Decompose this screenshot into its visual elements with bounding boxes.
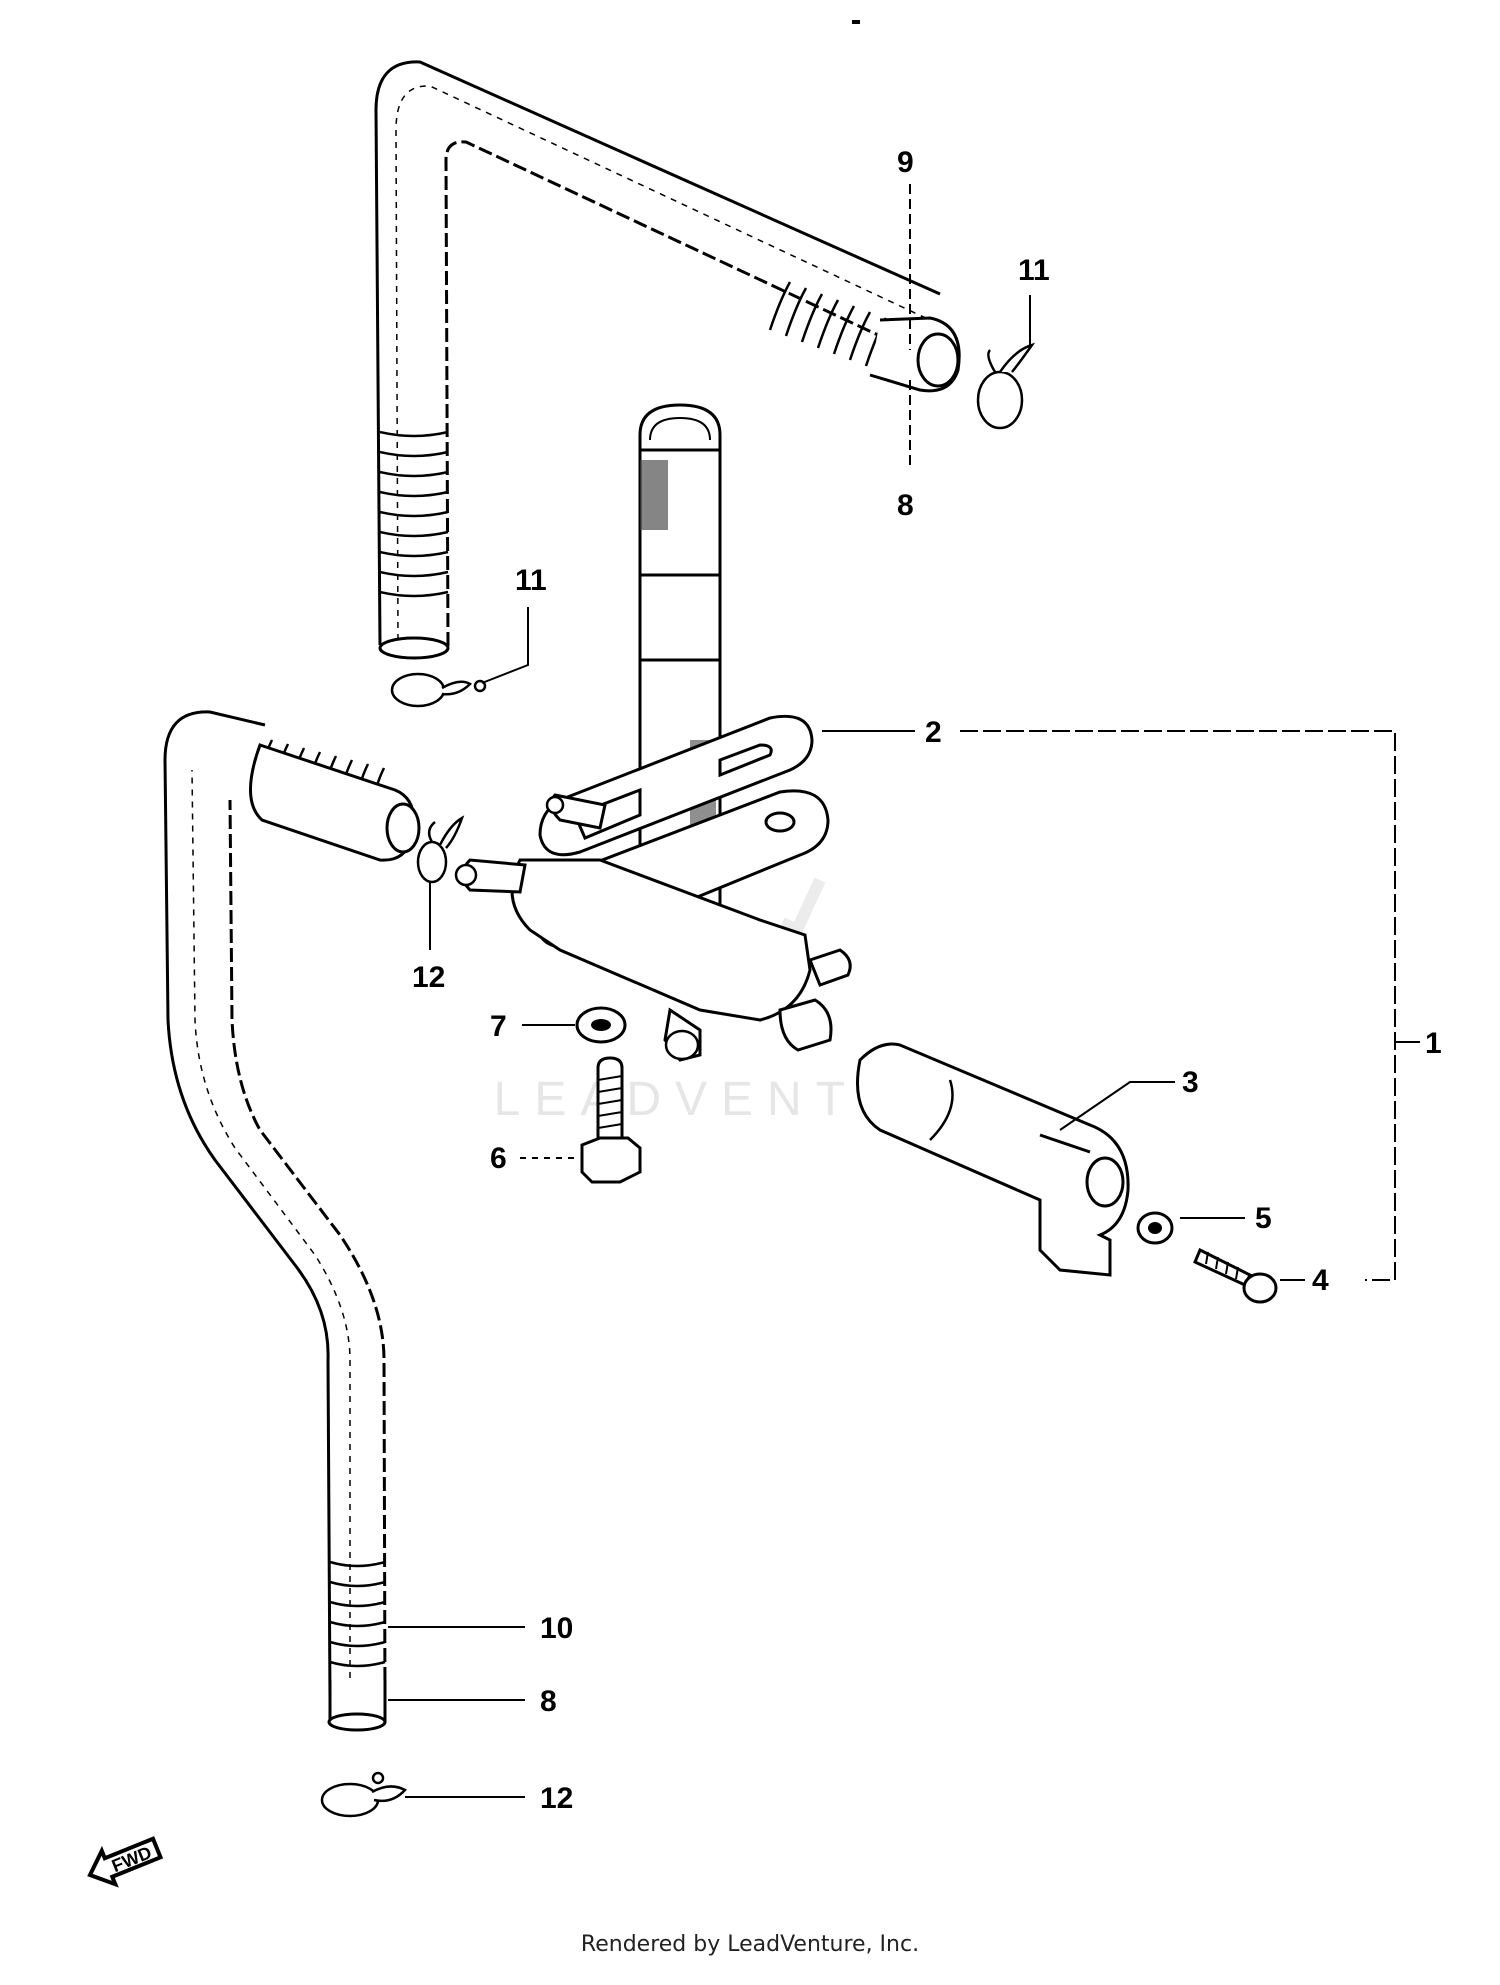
callout-12-upper: 12 <box>412 961 445 994</box>
fuel-cock-lever <box>856 1042 1130 1277</box>
hose-clip-12-lower <box>320 1771 408 1818</box>
upper-hose-ribs-right <box>768 281 888 367</box>
hose-clip-12-upper <box>416 815 465 884</box>
bolt-6 <box>580 1056 642 1184</box>
callout-5: 5 <box>1255 1202 1272 1235</box>
fuel-cock-gasket <box>538 714 814 857</box>
upper-hose-end-lower <box>378 636 450 660</box>
screw-4 <box>1193 1247 1278 1304</box>
callout-12-lower: 12 <box>540 1782 573 1815</box>
lower-fuel-hose <box>163 710 387 1701</box>
callout-2: 2 <box>925 716 942 749</box>
lever-tab <box>1039 1133 1091 1154</box>
callout-11-right: 11 <box>1018 254 1050 287</box>
callout-7: 7 <box>490 1010 507 1043</box>
callout-3: 3 <box>1182 1066 1199 1099</box>
outlet-bottom-opening <box>664 1029 700 1061</box>
hose-clip-right <box>976 342 1036 430</box>
callout-8-bottom: 8 <box>540 1685 557 1718</box>
callout-10: 10 <box>540 1612 573 1645</box>
right-side-nipple <box>808 948 852 987</box>
upper-hose-right-opening <box>916 332 960 388</box>
callout-6: 6 <box>490 1142 507 1175</box>
lever-ridge <box>929 1079 954 1141</box>
mounting-hole-right <box>764 811 796 833</box>
callout-1: 1 <box>1425 1027 1442 1060</box>
outlet-top-opening <box>545 795 565 815</box>
lower-hose-bottom-opening <box>327 1712 387 1732</box>
washer-7-hole <box>591 1019 611 1031</box>
upper-fuel-hose <box>374 60 941 647</box>
hose-clip-left <box>390 672 487 708</box>
forward-direction-arrow-icon: FWD <box>87 1836 164 1888</box>
callout-9: 9 <box>897 146 914 179</box>
lever-hub-opening <box>1085 1156 1125 1208</box>
lower-hose-ribs-bottom <box>329 1560 386 1668</box>
fuel-cock-body <box>510 858 812 1022</box>
leader-lines <box>388 184 1420 1798</box>
lower-hose-top-opening <box>385 802 421 854</box>
lever-shaft <box>778 998 833 1052</box>
washer-5-hole <box>1148 1222 1162 1234</box>
outlet-left-opening <box>454 863 478 887</box>
footer-credit: Rendered by LeadVenture, Inc. <box>580 1932 920 1957</box>
top-mark <box>852 20 860 24</box>
callout-4: 4 <box>1312 1264 1329 1297</box>
callout-8-top: 8 <box>897 489 914 522</box>
upper-hose-ribs-left <box>379 430 449 598</box>
callout-11-left: 11 <box>515 564 547 597</box>
